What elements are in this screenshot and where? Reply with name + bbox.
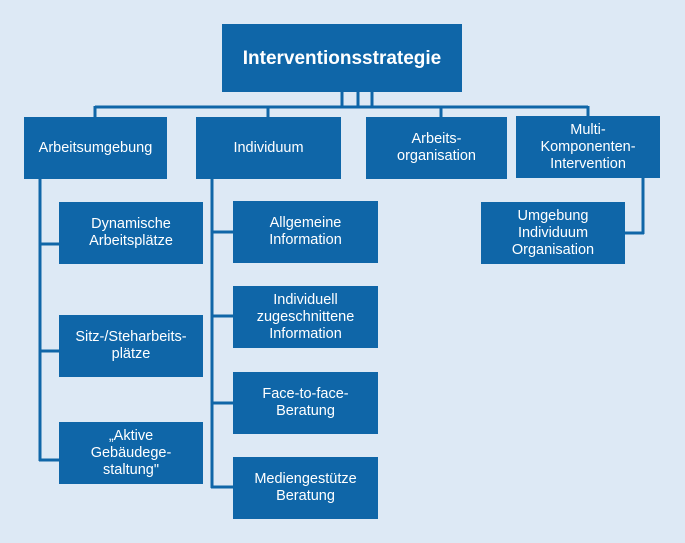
node-mediengestuetzte-beratung: Mediengestütze Beratung: [233, 457, 378, 519]
node-aktive-gebaeudegestaltung: „Aktive Gebäudege- staltung": [59, 422, 203, 484]
node-sitz-steharbeitsplaetze: Sitz-/Steharbeits- plätze: [59, 315, 203, 377]
node-allgemeine-information: Allgemeine Information: [233, 201, 378, 263]
node-dynamische-arbeitsplaetze: Dynamische Arbeitsplätze: [59, 202, 203, 264]
node-individuell-zugeschnittene-information: Individuell zugeschnittene Information: [233, 286, 378, 348]
category-arbeitsorganisation: Arbeits- organisation: [366, 117, 507, 179]
node-face-to-face-beratung: Face-to-face- Beratung: [233, 372, 378, 434]
node-umgebung-individuum-organisation: Umgebung Individuum Organisation: [481, 202, 625, 264]
category-arbeitsumgebung: Arbeitsumgebung: [24, 117, 167, 179]
category-multikomponenten: Multi- Komponenten- Intervention: [516, 116, 660, 178]
root-node: Interventionsstrategie: [222, 24, 462, 92]
category-individuum: Individuum: [196, 117, 341, 179]
